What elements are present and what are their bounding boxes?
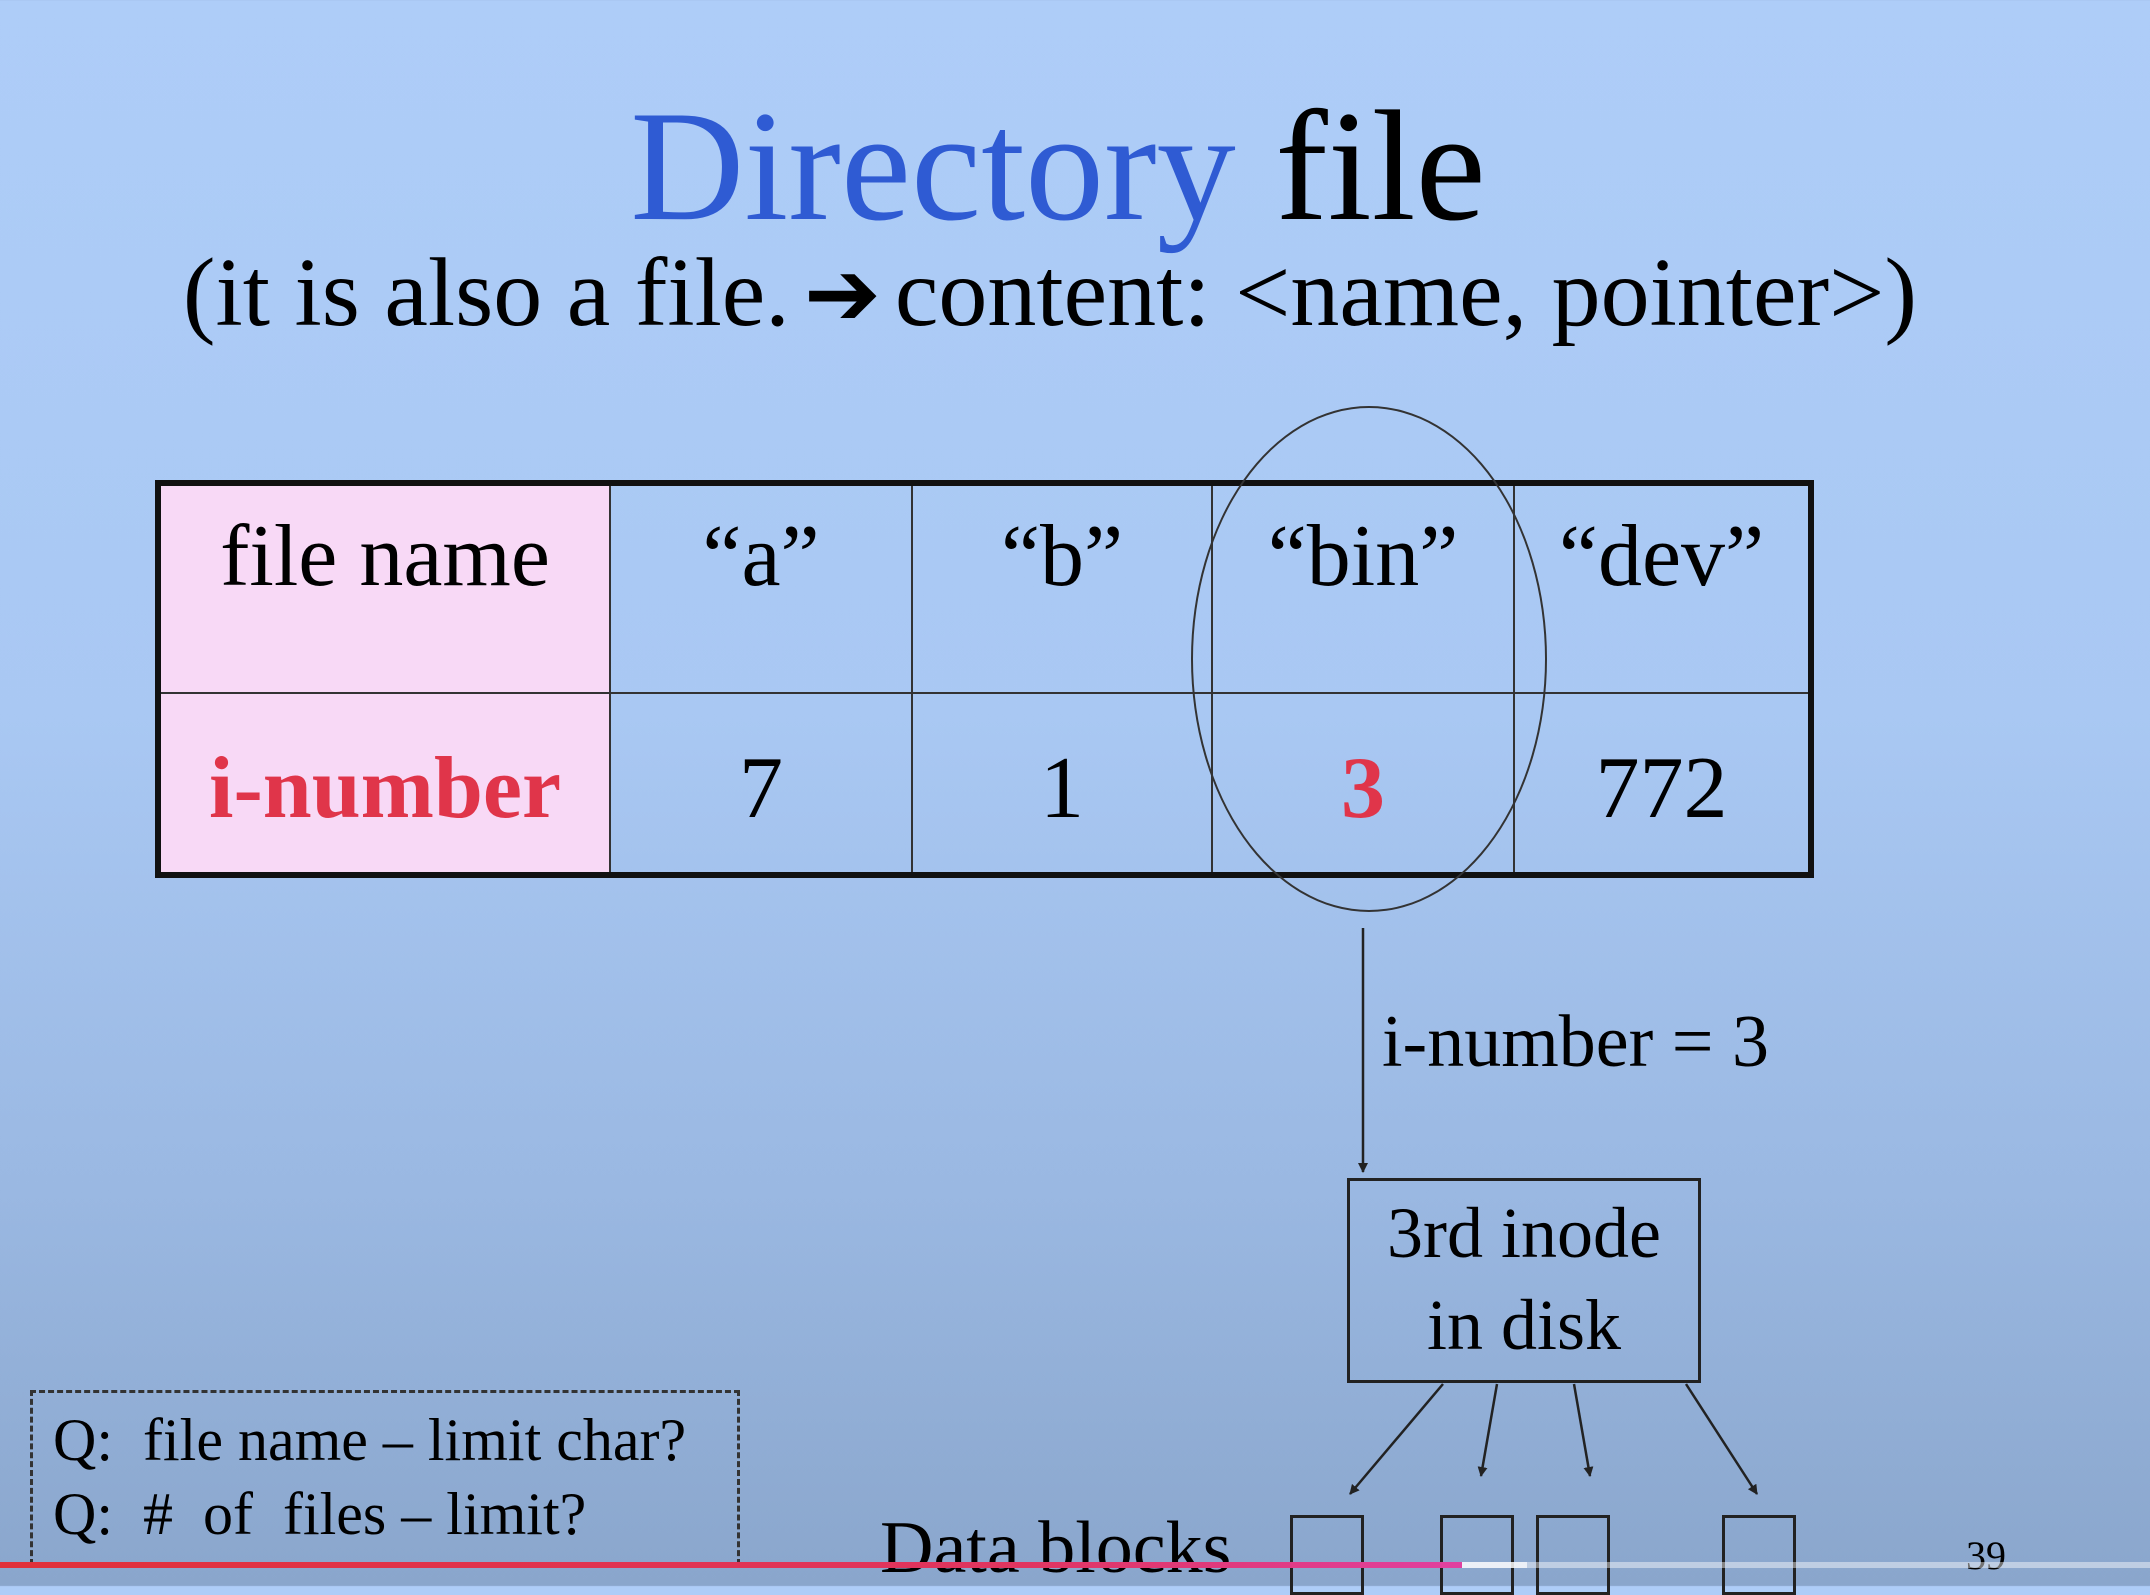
block-pointer-arrow (1349, 1383, 1444, 1495)
block-pointer-arrow (1477, 1383, 1499, 1477)
question-box: Q: file name – limit char? Q: # of files … (30, 1390, 740, 1565)
highlight-ellipse (1191, 406, 1547, 912)
right-arrow-icon: ➔ (803, 240, 881, 347)
table-header-i-number: i-number (161, 694, 611, 872)
question-2: Q: # of files – limit? (53, 1481, 587, 1547)
subtitle-start: (it is also a file. (182, 239, 790, 347)
slide-title-rest: file (1235, 79, 1486, 254)
inode-line-1: 3rd inode (1387, 1193, 1661, 1273)
video-played-bar (0, 1562, 1462, 1568)
subtitle-end: content: <name, pointer>) (894, 239, 1918, 347)
data-block (1440, 1515, 1514, 1595)
table-cell-name: “dev” (1515, 486, 1808, 694)
table-cell-number: 772 (1595, 739, 1728, 837)
table-cell-name: “b” (913, 486, 1213, 694)
data-block (1536, 1515, 1610, 1595)
data-blocks-label: Data blocks (880, 1507, 1232, 1589)
data-block (1290, 1515, 1364, 1595)
block-pointer-arrow (1684, 1383, 1759, 1495)
data-block (1722, 1515, 1796, 1595)
slide-subtitle: (it is also a file.➔content: <name, poin… (0, 239, 2100, 348)
block-pointer-arrow (1572, 1383, 1594, 1477)
inode-box: 3rd inode in disk (1347, 1178, 1701, 1383)
table-cell-number: 7 (611, 694, 913, 872)
table-cell-name: “a” (611, 486, 913, 694)
slide-title-accent: Directory (630, 79, 1236, 254)
page-number: 39 (1966, 1533, 2006, 1578)
arrow-label: i-number = 3 (1382, 1001, 1769, 1083)
question-1: Q: file name – limit char? (53, 1407, 687, 1473)
table-header-file-name: file name (161, 486, 611, 694)
table-cell-number: 1 (913, 694, 1213, 872)
slide-title: Directory file (0, 80, 2116, 254)
inode-line-2: in disk (1426, 1285, 1622, 1365)
directory-table: file name “a” “b” “bin” “dev” i-number 7… (155, 480, 1814, 878)
